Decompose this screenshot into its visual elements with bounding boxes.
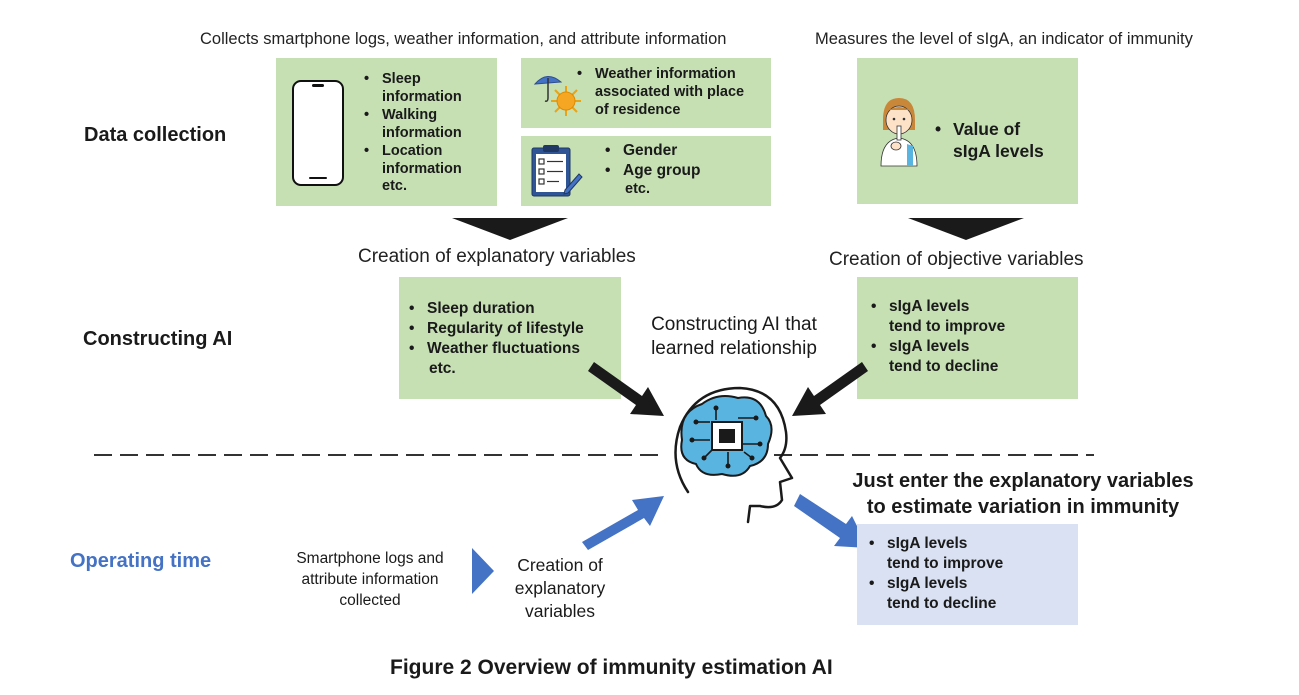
explanatory-variables-box: Sleep duration Regularity of lifestyle W… xyxy=(399,277,621,399)
weather-info-box: Weather information associated with plac… xyxy=(521,58,771,128)
list-item: Gender xyxy=(603,141,701,161)
siga-measure-box: Value of sIgA levels xyxy=(857,58,1078,204)
list-item: sIgA levels tend to decline xyxy=(869,337,1005,377)
person-saliva-icon xyxy=(880,98,918,167)
arrow-operating-to-ai xyxy=(582,496,664,550)
list-item: Weather fluctuations xyxy=(407,339,584,359)
list-item: Value of sIgA levels xyxy=(933,118,1044,162)
list-item: sIgA levels tend to improve xyxy=(867,534,1003,574)
down-arrow-right xyxy=(908,218,1024,240)
explanatory-variables-caption: Creation of explanatory variables xyxy=(358,246,636,267)
figure-caption: Figure 2 Overview of immunity estimation… xyxy=(390,656,833,679)
list-item: Weather information associated with plac… xyxy=(575,65,744,119)
objective-variables-list: sIgA levels tend to improve sIgA levels … xyxy=(869,297,1005,377)
list-item: sIgA levels tend to improve xyxy=(869,297,1005,337)
section-data-collection: Data collection xyxy=(84,124,227,146)
arrow-explanatory-to-ai xyxy=(588,362,664,416)
right-arrow-operating xyxy=(472,548,494,594)
list-item: sIgA levels tend to decline xyxy=(867,574,1003,614)
arrow-ai-to-result xyxy=(794,494,868,548)
umbrella-sun-icon xyxy=(533,76,581,116)
logs-collected-text: Smartphone logs and attribute informatio… xyxy=(296,550,444,609)
list-item: Sleep information xyxy=(362,70,462,106)
clipboard-icon xyxy=(531,145,583,197)
smartphone-logs-box: Sleep information Walking information Lo… xyxy=(276,58,497,206)
attribute-info-list: Gender Age group xyxy=(603,141,701,181)
creation-explanatory-text: Creation of explanatory variables xyxy=(514,555,606,621)
head-brain-chip-icon xyxy=(674,386,794,524)
list-item: Walking information xyxy=(362,106,462,142)
smartphone-icon xyxy=(292,80,344,186)
down-arrow-left xyxy=(452,218,568,240)
collects-caption: Collects smartphone logs, weather inform… xyxy=(200,30,727,48)
section-constructing-ai: Constructing AI xyxy=(83,328,233,350)
siga-value-list: Value of sIgA levels xyxy=(933,118,1044,162)
explanatory-etc: etc. xyxy=(429,360,456,377)
just-enter-text: Just enter the explanatory variables to … xyxy=(852,470,1194,518)
attribute-etc: etc. xyxy=(625,181,650,197)
smartphone-etc: etc. xyxy=(382,178,407,194)
list-item: Age group xyxy=(603,161,701,181)
smartphone-info-list: Sleep information Walking information Lo… xyxy=(362,70,462,178)
arrow-objective-to-ai xyxy=(792,362,868,416)
section-divider-dashed xyxy=(94,454,1094,456)
section-operating-time: Operating time xyxy=(70,550,212,572)
weather-info-list: Weather information associated with plac… xyxy=(575,65,744,119)
objective-variables-box: sIgA levels tend to improve sIgA levels … xyxy=(857,277,1078,399)
list-item: Sleep duration xyxy=(407,299,584,319)
constructing-ai-text: Constructing AI that learned relationshi… xyxy=(651,314,817,359)
attribute-info-box: Gender Age group etc. xyxy=(521,136,771,206)
result-box: sIgA levels tend to improve sIgA levels … xyxy=(857,524,1078,625)
result-list: sIgA levels tend to improve sIgA levels … xyxy=(867,534,1003,614)
explanatory-variables-list: Sleep duration Regularity of lifestyle W… xyxy=(407,299,584,359)
list-item: Location information xyxy=(362,142,462,178)
measures-caption: Measures the level of sIgA, an indicator… xyxy=(815,30,1193,48)
list-item: Regularity of lifestyle xyxy=(407,319,584,339)
objective-variables-caption: Creation of objective variables xyxy=(829,249,1084,270)
